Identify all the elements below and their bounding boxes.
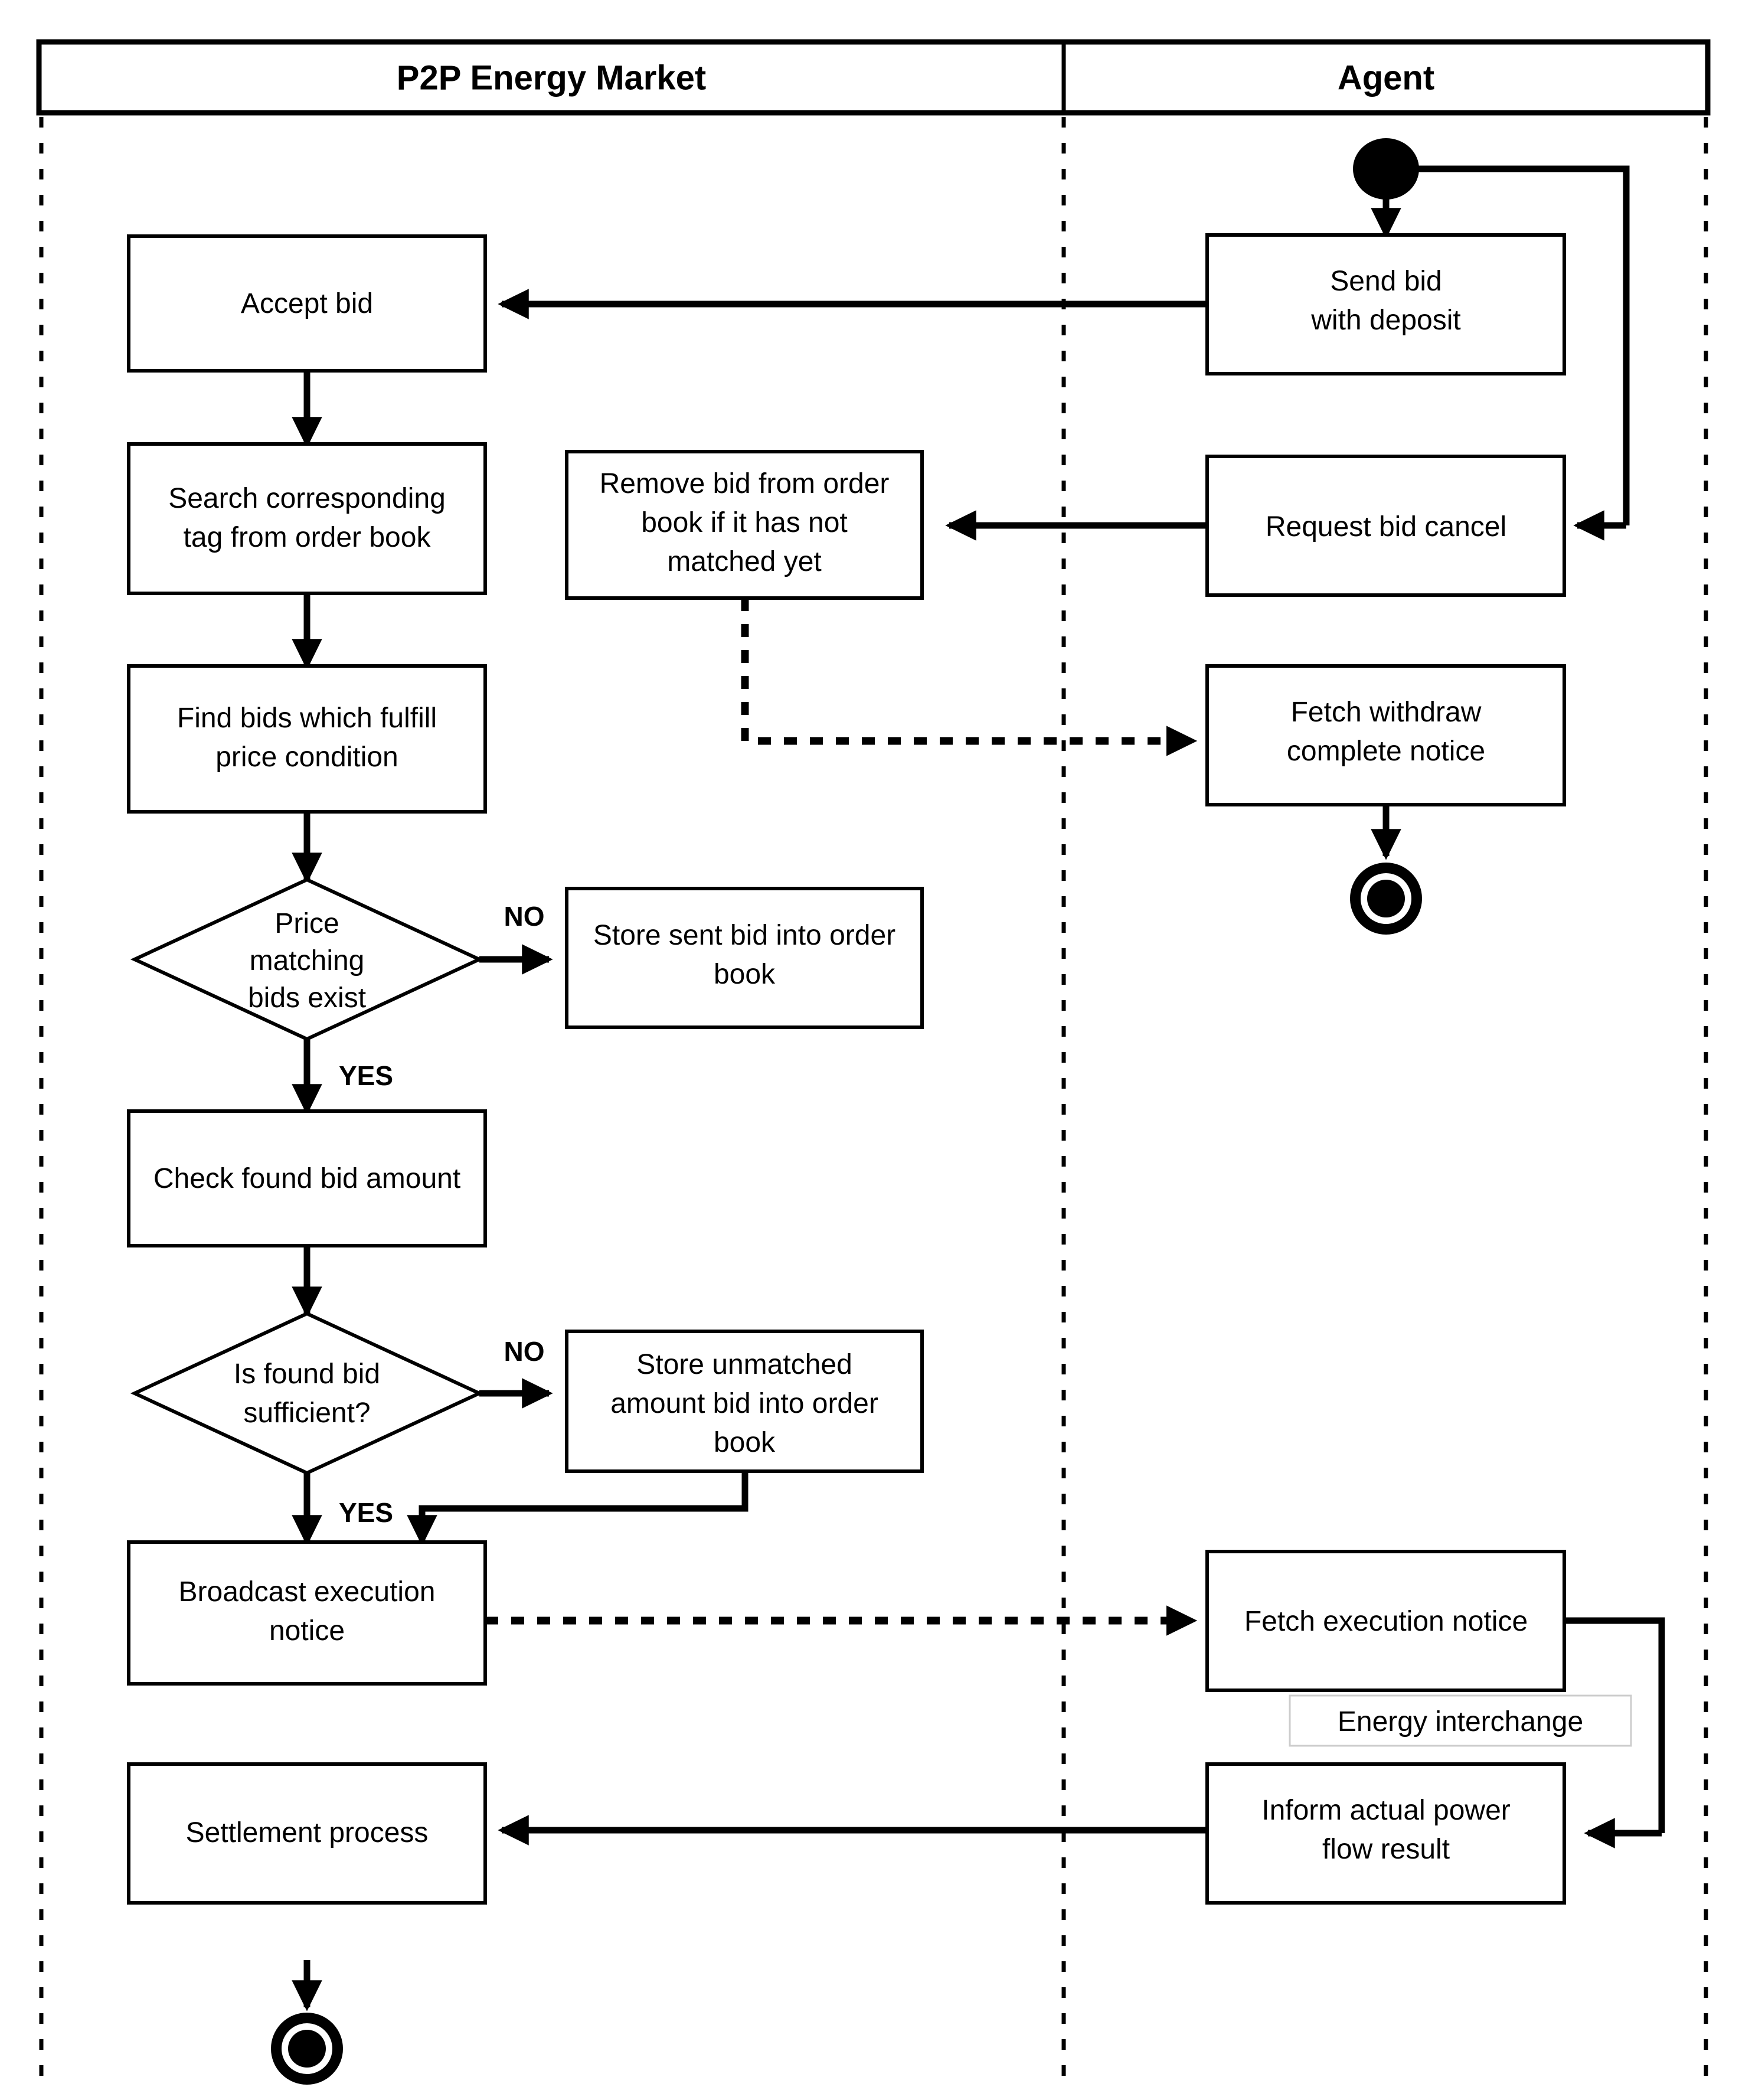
decision-price-match-line-1: Price (274, 908, 339, 939)
swimlane-header-frame (36, 39, 1711, 116)
note-energy-interchange: Energy interchange (1289, 1694, 1632, 1747)
decision-price-match-line-3: bids exist (248, 982, 366, 1014)
node-broadcast-box (127, 1540, 487, 1686)
node-inform-power-box (1205, 1762, 1566, 1905)
node-settlement-label: Settlement process (186, 1817, 429, 1848)
node-broadcast-execution-notice[interactable]: Broadcast execution notice (127, 1540, 487, 1686)
node-decision-is-found-bid-sufficient[interactable]: Is found bid sufficient? (130, 1311, 484, 1475)
edge-start-to-cancel-loop (1386, 165, 1630, 525)
node-settlement-process[interactable]: Settlement process (127, 1762, 487, 1905)
swimlane-header: P2P Energy Market Agent (36, 39, 1711, 116)
node-send-bid[interactable]: Send bid with deposit (1205, 233, 1566, 375)
node-remove-bid-line-2: book if it has not (641, 507, 848, 538)
node-request-bid-cancel[interactable]: Request bid cancel (1205, 455, 1566, 597)
edge-label-price-match-yes: YES (339, 1060, 393, 1091)
node-settlement-box (127, 1762, 487, 1905)
node-fetch-execution-notice[interactable]: Fetch execution notice (1205, 1550, 1566, 1692)
node-fetch-withdraw-complete-notice[interactable]: Fetch withdraw complete notice (1205, 664, 1566, 806)
node-store-sent-box (565, 887, 924, 1029)
node-search-tag-box (127, 442, 487, 595)
node-store-unmatched-line-3: book (714, 1427, 776, 1458)
node-store-unmatched-line-2: amount bid into order (610, 1388, 878, 1419)
swimlane-boundaries (39, 117, 1708, 2090)
edge-remove-bid-to-fetch-withdraw (741, 598, 1198, 756)
decision-price-match-shape (130, 877, 484, 1041)
decision-price-match-line-2: matching (250, 945, 365, 976)
node-inform-power-line-1: Inform actual power (1261, 1795, 1511, 1826)
edge-label-price-match-no: NO (504, 901, 545, 932)
node-broadcast-line-1: Broadcast execution (179, 1576, 436, 1608)
final-node-agent-ring (1350, 863, 1422, 935)
node-search-tag-line-2: tag from order book (184, 522, 432, 553)
initial-node-icon (1353, 138, 1419, 200)
final-node-market-core (288, 2030, 326, 2068)
node-find-bids-box (127, 664, 487, 814)
node-broadcast-line-2: notice (269, 1615, 345, 1647)
node-find-bids-line-2: price condition (215, 742, 398, 773)
node-remove-bid-line-1: Remove bid from order (600, 468, 890, 499)
node-end-market[interactable] (271, 2013, 343, 2085)
node-find-bids-which-fulfill-price-condition[interactable]: Find bids which fulfill price condition (127, 664, 487, 814)
final-node-agent-core (1367, 880, 1405, 917)
node-remove-bid-line-3: matched yet (667, 546, 821, 577)
decision-is-sufficient-line-1: Is found bid (234, 1358, 380, 1390)
node-search-corresponding-tag[interactable]: Search corresponding tag from order book (127, 442, 487, 595)
node-store-unmatched-line-1: Store unmatched (636, 1349, 852, 1380)
node-check-amount-label: Check found bid amount (153, 1163, 460, 1194)
node-accept-bid-label: Accept bid (241, 288, 373, 319)
decision-is-sufficient-line-2: sufficient? (243, 1397, 370, 1429)
node-check-amount-box (127, 1109, 487, 1247)
node-search-tag-line-1: Search corresponding (168, 483, 446, 514)
lane-title-agent: Agent (1338, 58, 1434, 97)
node-accept-bid[interactable]: Accept bid (127, 234, 487, 373)
node-accept-bid-box (127, 234, 487, 373)
node-send-bid-box (1205, 233, 1566, 375)
node-send-bid-line-1: Send bid (1330, 266, 1442, 297)
edge-store-unmatched-to-broadcast (407, 1471, 748, 1546)
node-store-sent-line-2: book (714, 959, 776, 990)
node-fetch-execution-box (1205, 1550, 1566, 1692)
decision-is-sufficient-shape (130, 1311, 484, 1475)
node-inform-actual-power-flow-result[interactable]: Inform actual power flow result (1205, 1762, 1566, 1905)
node-send-bid-line-2: with deposit (1310, 305, 1460, 336)
node-request-bid-cancel-label: Request bid cancel (1266, 511, 1506, 543)
node-check-found-bid-amount[interactable]: Check found bid amount (127, 1109, 487, 1247)
edge-label-is-sufficient-yes: YES (339, 1497, 393, 1528)
node-fetch-withdraw-line-2: complete notice (1287, 736, 1485, 767)
node-start[interactable] (1353, 138, 1419, 200)
node-remove-bid-box (565, 450, 924, 600)
node-store-unmatched-box (565, 1330, 924, 1473)
flow-connectors (292, 165, 1665, 2011)
final-node-market-ring (271, 2013, 343, 2085)
node-find-bids-line-1: Find bids which fulfill (177, 703, 437, 734)
node-remove-bid-from-order-book[interactable]: Remove bid from order book if it has not… (565, 450, 924, 600)
note-energy-interchange-label: Energy interchange (1338, 1706, 1583, 1738)
node-fetch-withdraw-box (1205, 664, 1566, 806)
node-inform-power-line-2: flow result (1322, 1834, 1450, 1865)
edge-labels: NO YES NO YES (339, 901, 545, 1528)
edge-label-is-sufficient-no: NO (504, 1336, 545, 1367)
node-store-unmatched-amount-bid[interactable]: Store unmatched amount bid into order bo… (565, 1330, 924, 1473)
edge-fetch-execution-loop (1564, 1617, 1665, 1833)
node-store-sent-line-1: Store sent bid into order (593, 920, 895, 951)
node-end-agent[interactable] (1350, 863, 1422, 935)
node-request-bid-cancel-box (1205, 455, 1566, 597)
node-fetch-withdraw-line-1: Fetch withdraw (1291, 697, 1482, 728)
node-store-sent-bid-into-order-book[interactable]: Store sent bid into order book (565, 887, 924, 1029)
node-fetch-execution-label: Fetch execution notice (1244, 1606, 1528, 1637)
lane-title-p2p-energy-market: P2P Energy Market (397, 58, 706, 97)
node-decision-price-matching-bids-exist[interactable]: Price matching bids exist (130, 877, 484, 1041)
note-energy-interchange-box (1289, 1694, 1632, 1747)
